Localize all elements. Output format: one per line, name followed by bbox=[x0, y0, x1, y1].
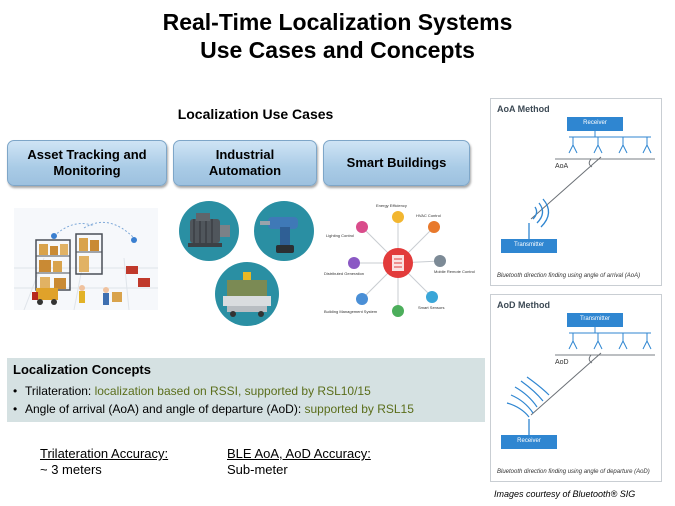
node-label-smart-sensors: Smart Sensors bbox=[418, 305, 445, 310]
ble-accuracy-label: BLE AoA, AoD Accuracy: bbox=[227, 446, 371, 461]
use-cases-heading: Localization Use Cases bbox=[177, 106, 334, 122]
trilateration-accuracy-label: Trilateration Accuracy: bbox=[40, 446, 169, 461]
concept-term: Angle of arrival (AoA) and angle of depa… bbox=[25, 402, 305, 416]
node-label-hvac-control: HVAC Control bbox=[416, 213, 441, 218]
image-courtesy-note: Images courtesy of Bluetooth® SIG bbox=[494, 489, 636, 499]
use-case-asset-tracking-line-2: Monitoring bbox=[53, 163, 121, 178]
use-case-asset-tracking: Asset Tracking and Monitoring bbox=[7, 140, 167, 186]
ble-accuracy: BLE AoA, AoD Accuracy: Sub-meter bbox=[227, 446, 371, 478]
warehouse-illustration bbox=[14, 208, 158, 311]
concept-item-trilateration: • Trilateration: localization based on RS… bbox=[13, 382, 479, 400]
concept-item-aoa-aod: • Angle of arrival (AoA) and angle of dep… bbox=[13, 400, 479, 418]
bullet-icon: • bbox=[13, 384, 18, 398]
concepts-heading: Localization Concepts bbox=[13, 362, 151, 377]
use-case-industrial-line-2: Automation bbox=[208, 163, 282, 178]
node-label-mobile-remote-control: Mobile Remote Control bbox=[434, 269, 475, 274]
slide-title: Real-Time Localization Systems Use Cases… bbox=[0, 8, 675, 64]
concept-detail: supported by RSL15 bbox=[304, 402, 414, 416]
use-case-industrial-line-1: Industrial bbox=[215, 147, 275, 162]
node-label-building-management-system: Building Management System bbox=[324, 309, 378, 314]
node-label-distributed-generation: Distributed Generation bbox=[324, 271, 365, 276]
bullet-icon: • bbox=[13, 402, 18, 416]
node-label-energy-efficiency: Energy Efficiency bbox=[376, 203, 407, 208]
concept-term: Trilateration: bbox=[25, 384, 95, 398]
aod-caption: Bluetooth direction finding using angle … bbox=[497, 469, 650, 475]
aoa-receiver-label: Receiver bbox=[583, 120, 607, 126]
node-label-lighting-control: Lighting Control bbox=[326, 233, 355, 238]
use-case-industrial-automation: Industrial Automation bbox=[173, 140, 317, 186]
aod-panel-title: AoD Method bbox=[497, 300, 550, 310]
motor-photo bbox=[176, 201, 242, 261]
power-drill-photo bbox=[252, 201, 316, 261]
aod-receiver-label: Receiver bbox=[517, 438, 541, 444]
ble-accuracy-value: Sub-meter bbox=[227, 462, 288, 477]
aoa-caption: Bluetooth direction finding using angle … bbox=[497, 273, 641, 279]
aod-transmitter-label: Transmitter bbox=[579, 316, 611, 322]
smart-buildings-diagram: Energy Efficiency HVAC Control Mobile Re… bbox=[322, 201, 475, 325]
aoa-transmitter-label: Transmitter bbox=[513, 242, 545, 248]
robot-cart-photo bbox=[213, 262, 281, 326]
localization-concepts-box: Localization Concepts • Trilateration: lo… bbox=[7, 358, 485, 422]
concept-detail: localization based on RSSI, supported by… bbox=[94, 384, 371, 398]
use-case-smart-buildings-label: Smart Buildings bbox=[346, 155, 447, 170]
aod-angle-label: AoD bbox=[555, 359, 569, 366]
aod-method-panel: AoD Method Transmitter AoD Receiver Blue… bbox=[490, 294, 662, 482]
aoa-panel-title: AoA Method bbox=[497, 104, 550, 114]
aoa-method-panel: AoA Method Receiver AoA Transmitter Blue… bbox=[490, 98, 662, 286]
aoa-angle-label: AoA bbox=[555, 163, 569, 170]
slide-title-line-1: Real-Time Localization Systems bbox=[162, 9, 513, 35]
slide-title-line-2: Use Cases and Concepts bbox=[200, 37, 475, 63]
trilateration-accuracy: Trilateration Accuracy: ~ 3 meters bbox=[40, 446, 168, 478]
use-case-asset-tracking-line-1: Asset Tracking and bbox=[27, 147, 147, 162]
trilateration-accuracy-value: ~ 3 meters bbox=[40, 462, 102, 477]
use-case-smart-buildings: Smart Buildings bbox=[323, 140, 470, 186]
